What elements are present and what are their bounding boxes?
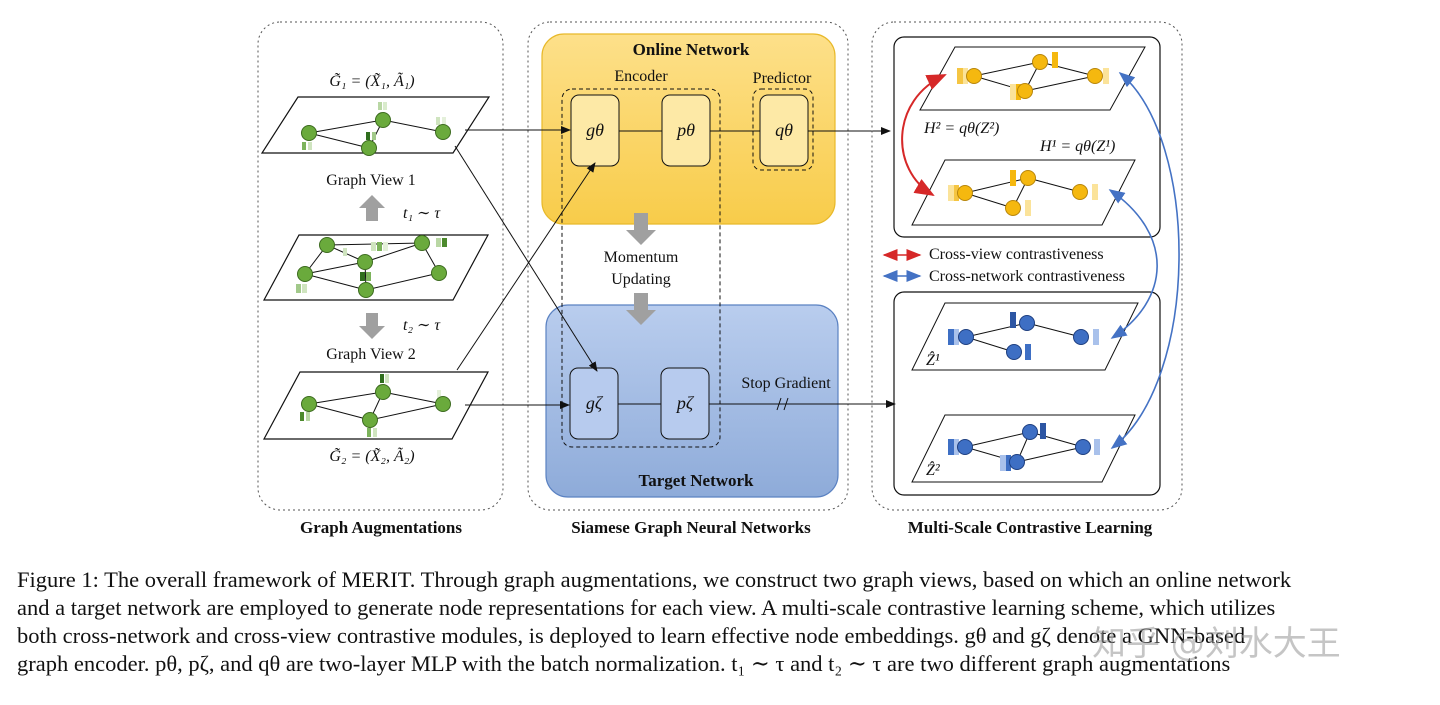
momentum-label-line1: Momentum bbox=[604, 249, 679, 266]
original-graph bbox=[262, 234, 490, 301]
graph-view-1-label: Graph View 1 bbox=[326, 172, 415, 189]
flow-arrows bbox=[454, 126, 896, 411]
h2-graph bbox=[919, 46, 1146, 111]
p-zeta-label: pζ bbox=[675, 393, 695, 413]
momentum-label-line2: Updating bbox=[611, 271, 671, 288]
augmentation-1-label: t₁ ∼ τ bbox=[403, 205, 441, 222]
h1-graph bbox=[911, 159, 1136, 226]
g-zeta-label: gζ bbox=[586, 393, 604, 413]
target-output-box bbox=[893, 291, 1161, 496]
view1-formula: G̃₁ = (X̃₁, Ã₁) bbox=[329, 71, 414, 90]
caption-line-3: both cross-network and cross-view contra… bbox=[17, 623, 1246, 648]
view2-formula: G̃₂ = (X̃₂, Ã₂) bbox=[329, 446, 414, 465]
cross-network-arc-outer bbox=[1110, 71, 1180, 449]
siamese-panel-title: Siamese Graph Neural Networks bbox=[571, 518, 811, 537]
caption-line-2: and a target network are employed to gen… bbox=[17, 595, 1276, 620]
encoder-dashed-box bbox=[561, 88, 721, 448]
q-theta-label: qθ bbox=[775, 120, 793, 140]
stop-gradient-mark-2 bbox=[783, 397, 789, 411]
cross-view-arc bbox=[901, 74, 947, 197]
h1-formula: H¹ = qθ(Z¹) bbox=[1039, 138, 1115, 155]
cross-network-arc-inner bbox=[1108, 189, 1158, 339]
stop-gradient-mark-1 bbox=[776, 397, 782, 411]
z2-graph bbox=[911, 414, 1136, 483]
merit-framework-diagram: G̃₁ = (X̃₁, Ã₁) Graph View 1 t₁ ∼ τ bbox=[257, 21, 1183, 537]
caption-line-1: Figure 1: The overall framework of MERIT… bbox=[17, 567, 1292, 592]
augmentation-arrow-down bbox=[359, 313, 385, 339]
contrastive-panel: H² = qθ(Z²) H¹ = qθ(Z¹) Cross-view contr… bbox=[871, 21, 1183, 537]
graph-view-2-label: Graph View 2 bbox=[326, 346, 415, 363]
momentum-arrow-top bbox=[626, 213, 656, 245]
siamese-panel: Online Network Target Network Encoder Pr… bbox=[527, 21, 849, 537]
augmentation-panel-title: Graph Augmentations bbox=[300, 518, 462, 537]
h2-formula: H² = qθ(Z²) bbox=[923, 120, 999, 137]
predictor-label: Predictor bbox=[753, 70, 812, 87]
z1-label: Ẑ¹ bbox=[926, 350, 940, 369]
figure-caption: Figure 1: The overall framework of MERIT… bbox=[17, 566, 1423, 678]
legend-cross-network-label: Cross-network contrastiveness bbox=[929, 268, 1125, 285]
caption-line-4: graph encoder. pθ, pζ, and qθ are two-la… bbox=[17, 651, 1231, 676]
z1-graph bbox=[911, 302, 1139, 371]
encoder-label: Encoder bbox=[614, 68, 668, 85]
momentum-arrow-bottom bbox=[626, 293, 656, 325]
augmentation-arrow-up bbox=[359, 195, 385, 221]
zhihu-watermark: 知乎 @刘水大王 bbox=[1092, 624, 1341, 664]
online-network-title: Online Network bbox=[633, 40, 750, 59]
p-theta-label: pθ bbox=[675, 120, 695, 140]
graph-view-2 bbox=[262, 371, 490, 440]
z2-label: Ẑ² bbox=[926, 460, 941, 479]
contrastive-panel-title: Multi-Scale Contrastive Learning bbox=[908, 518, 1153, 537]
g-theta-label: gθ bbox=[586, 120, 604, 140]
stop-gradient-label: Stop Gradient bbox=[741, 375, 831, 392]
augmentation-2-label: t₂ ∼ τ bbox=[403, 317, 441, 334]
graph-view-1 bbox=[260, 96, 491, 156]
legend-cross-view-label: Cross-view contrastiveness bbox=[929, 246, 1104, 263]
graph-augmentation-panel: G̃₁ = (X̃₁, Ã₁) Graph View 1 t₁ ∼ τ bbox=[257, 21, 504, 537]
predictor-dashed-box bbox=[752, 88, 814, 171]
target-network-title: Target Network bbox=[638, 471, 754, 490]
